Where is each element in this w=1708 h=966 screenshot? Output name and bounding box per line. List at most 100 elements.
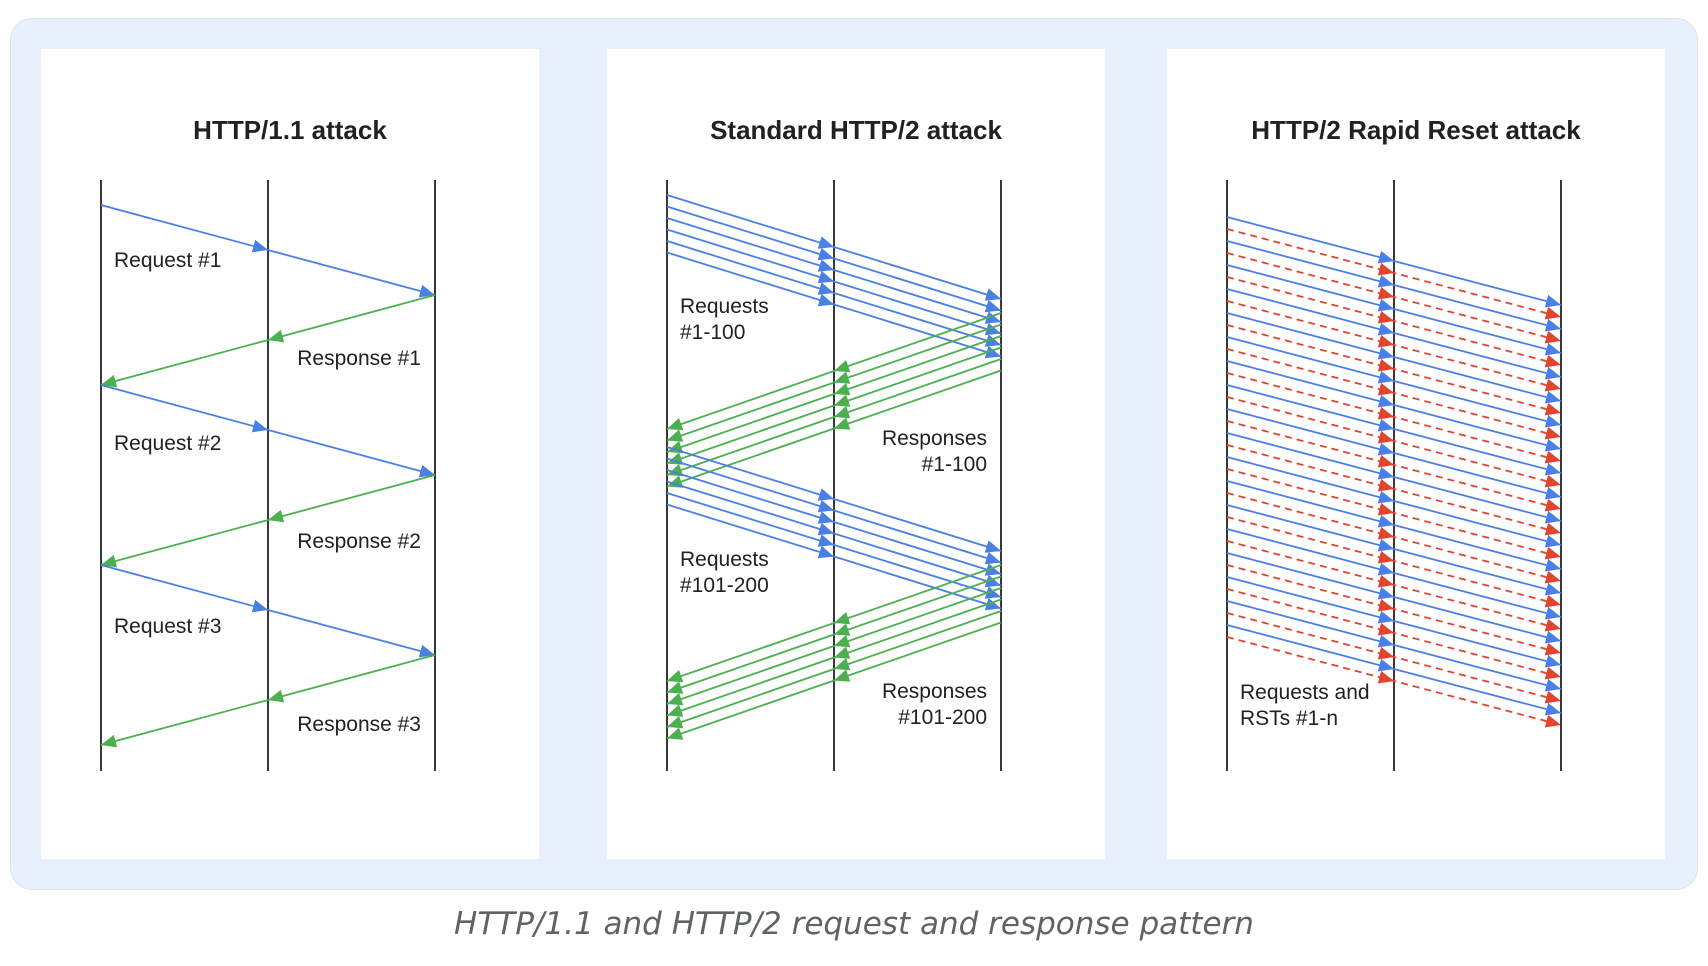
label-2: Responses#1-100 (882, 427, 987, 476)
request-arrow-14-head-end (1544, 606, 1561, 620)
rst-arrow-11-head-end (1544, 546, 1561, 560)
response-arrow-3-head-mid (834, 382, 851, 396)
request-arrow-1-head-end (418, 284, 435, 298)
response-arrow-12-head-end (667, 727, 684, 740)
label-6: Response #3 (297, 713, 421, 736)
response-arrow-2-head-mid (268, 509, 285, 523)
request-arrow-9-head-mid (817, 511, 834, 524)
rst-arrow-3-head-end (1544, 354, 1561, 368)
request-arrow-11-head-mid (817, 534, 834, 547)
request-arrow-3-head-end (1544, 342, 1561, 356)
panel-title: HTTP/1.1 attack (193, 115, 387, 145)
request-arrow-18-head-mid (1377, 658, 1394, 672)
rst-arrow-7-head-end (1544, 450, 1561, 464)
response-arrow-8-head-end (667, 681, 684, 694)
request-arrow-8-head-mid (817, 499, 834, 513)
request-arrow-12-head-mid (817, 545, 834, 559)
rst-arrow-2-head-end (1544, 330, 1561, 344)
request-arrow-3-head-end (418, 644, 435, 658)
response-arrow-7-head-end (667, 669, 684, 683)
request-arrow-16-head-end (1544, 654, 1561, 668)
request-arrow-3-head-mid (817, 259, 834, 272)
rst-arrow-12-head-end (1544, 570, 1561, 584)
response-arrow-8-head-mid (834, 623, 851, 636)
request-arrow-7-head-mid (1377, 394, 1394, 408)
response-arrow-11-head-end (667, 715, 684, 729)
request-arrow-5-head-end (1544, 390, 1561, 404)
rst-arrow-17-head-mid (1377, 646, 1394, 660)
label-3: Request #2 (114, 432, 221, 455)
request-arrow-2-head-mid (251, 419, 268, 433)
rst-arrow-8-head-end (1544, 474, 1561, 488)
request-arrow-10-head-end (1544, 510, 1561, 524)
request-arrow-11-head-mid (1377, 490, 1394, 504)
label-4: Response #2 (297, 530, 421, 553)
label-1: Request #1 (114, 249, 221, 272)
request-arrow-13-head-mid (1377, 538, 1394, 552)
rst-arrow-2-head-mid (1377, 286, 1394, 300)
response-arrow-7-head-mid (834, 611, 851, 625)
request-arrow-8-head-mid (1377, 418, 1394, 432)
request-arrow-1-head-mid (817, 236, 834, 249)
request-arrow-3-head-mid (251, 599, 268, 613)
rst-arrow-1-head-end (1544, 306, 1561, 320)
response-arrow-10-head-mid (834, 646, 851, 659)
request-arrow-2-head-mid (817, 247, 834, 261)
rst-arrow-14-head-mid (1377, 574, 1394, 588)
label-3: Requests#101-200 (680, 548, 769, 597)
rst-arrow-13-head-end (1544, 594, 1561, 608)
request-arrow-5-head-mid (817, 282, 834, 295)
label-2: Response #1 (297, 347, 421, 370)
request-arrow-3-head-mid (1377, 298, 1394, 312)
rst-arrow-18-head-mid (1377, 670, 1394, 684)
figure-caption: HTTP/1.1 and HTTP/2 request and response… (454, 906, 1254, 942)
request-arrow-4-head-mid (817, 270, 834, 284)
request-arrow-9-head-mid (1377, 442, 1394, 456)
request-arrow-2-head-end (1544, 318, 1561, 332)
rst-arrow-9-head-end (1544, 498, 1561, 512)
request-arrow-15-head-end (1544, 630, 1561, 644)
request-arrow-9-head-end (1544, 486, 1561, 500)
request-arrow-6-head-mid (817, 293, 834, 307)
response-arrow-5-head-mid (834, 405, 851, 419)
rst-arrow-6-head-mid (1377, 382, 1394, 396)
response-arrow-12-head-mid (834, 669, 851, 682)
rst-arrow-15-head-mid (1377, 598, 1394, 612)
request-arrow-1-head-end (1544, 294, 1561, 308)
rst-arrow-4-head-end (1544, 378, 1561, 392)
request-arrow-2-head-end (984, 299, 1001, 313)
request-arrow-3-head-end (984, 311, 1001, 324)
response-arrow-1-head-mid (834, 359, 851, 373)
request-arrow-2-head-end (418, 464, 435, 478)
request-arrow-5-head-mid (1377, 346, 1394, 360)
request-arrow-17-head-mid (1377, 634, 1394, 648)
request-arrow-4-head-end (1544, 366, 1561, 380)
rst-arrow-4-head-mid (1377, 334, 1394, 348)
response-arrow-3-head-end (101, 734, 118, 748)
rst-arrow-12-head-mid (1377, 526, 1394, 540)
rst-arrow-5-head-end (1544, 402, 1561, 416)
rst-arrow-10-head-mid (1377, 478, 1394, 492)
response-arrow-9-head-end (667, 692, 684, 706)
response-arrow-2-head-mid (834, 371, 851, 384)
rst-arrow-10-head-end (1544, 522, 1561, 536)
rst-arrow-5-head-mid (1377, 358, 1394, 372)
rst-arrow-18-head-end (1544, 714, 1561, 728)
response-arrow-9-head-mid (834, 634, 851, 648)
response-arrow-6-head-mid (834, 417, 851, 430)
rst-arrow-6-head-end (1544, 426, 1561, 440)
request-arrow-11-head-end (1544, 534, 1561, 548)
request-arrow-15-head-mid (1377, 586, 1394, 600)
request-arrow-7-head-end (1544, 438, 1561, 452)
request-arrow-10-head-mid (1377, 466, 1394, 480)
rst-arrow-16-head-mid (1377, 622, 1394, 636)
request-arrow-4-head-end (984, 322, 1001, 336)
request-arrow-1-head-mid (1377, 250, 1394, 264)
response-arrow-4-head-mid (834, 394, 851, 407)
panel-title: Standard HTTP/2 attack (710, 115, 1002, 145)
